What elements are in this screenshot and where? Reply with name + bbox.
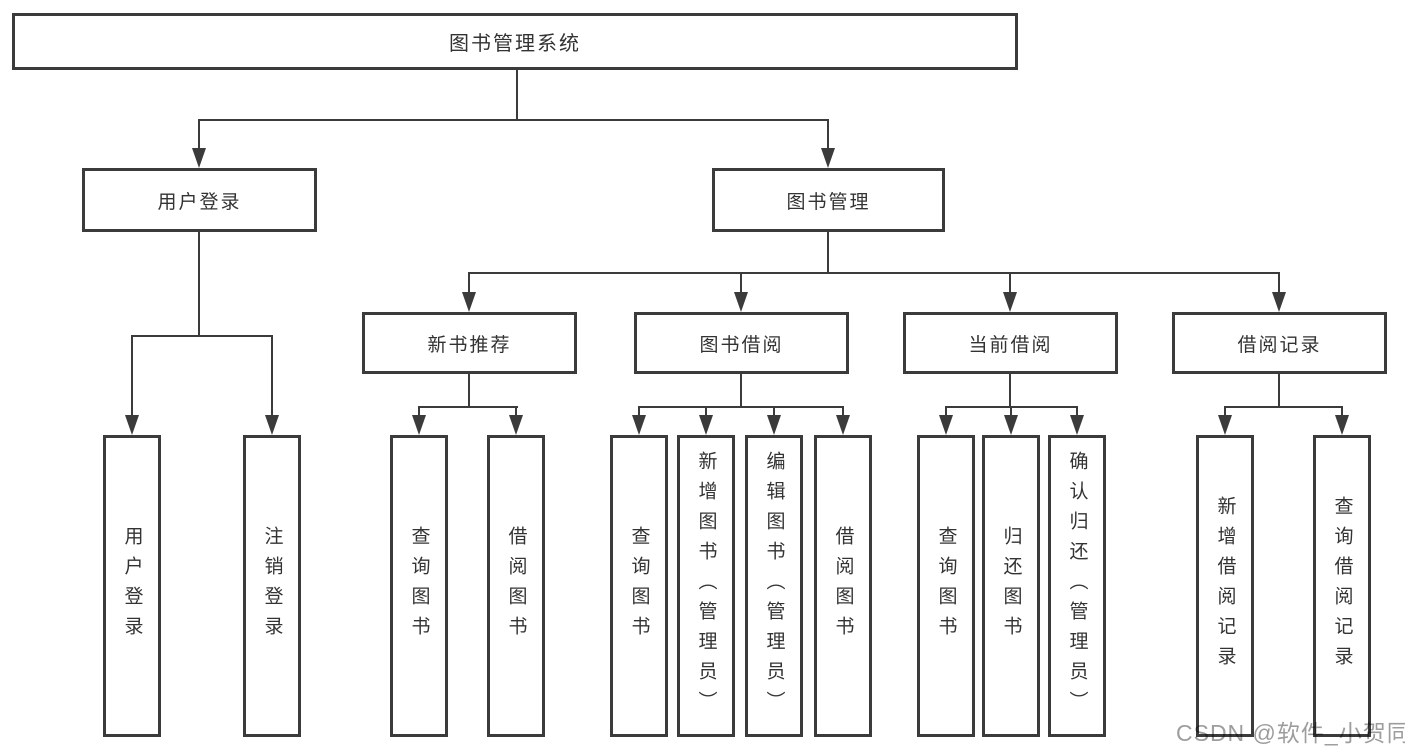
arrowhead-icon <box>1004 415 1018 435</box>
node-book-borrowing-label: 图书借阅 <box>699 334 784 356</box>
connector-line <box>842 406 844 417</box>
leaf-add-borrow-record: 新增借阅记录 <box>1196 435 1254 737</box>
connector-line <box>468 272 1280 274</box>
node-root: 图书管理系统 <box>12 13 1018 70</box>
node-book-borrowing: 图书借阅 <box>634 312 849 374</box>
node-new-book-recommend-label: 新书推荐 <box>427 334 512 356</box>
connector-line <box>638 406 640 417</box>
connector-line <box>1009 374 1011 407</box>
connector-line <box>773 406 775 417</box>
arrowhead-icon <box>939 415 953 435</box>
csdn-watermark: CSDN @软件_小贺同学 <box>1176 720 1405 746</box>
leaf-add-borrow-record-label: 新增借阅记录 <box>1214 496 1236 676</box>
connector-line <box>468 272 470 294</box>
connector-line <box>1009 272 1011 294</box>
connector-line <box>516 70 518 120</box>
leaf-borrow-books-borrowing-label: 借阅图书 <box>832 526 854 646</box>
leaf-confirm-return-admin: 确认归还（管理员） <box>1048 435 1106 737</box>
leaf-user-login: 用户登录 <box>103 435 161 737</box>
arrowhead-icon <box>734 292 748 312</box>
node-borrowing-records-label: 借阅记录 <box>1237 334 1322 356</box>
connector-line <box>827 232 829 273</box>
arrowhead-icon <box>509 415 523 435</box>
node-root-label: 图书管理系统 <box>449 33 581 55</box>
leaf-edit-book-admin-label: 编辑图书（管理员） <box>763 451 785 721</box>
leaf-add-book-admin-label: 新增图书（管理员） <box>695 451 717 721</box>
arrowhead-icon <box>1335 415 1349 435</box>
leaf-borrow-books-recommend-label: 借阅图书 <box>505 526 527 646</box>
connector-line <box>740 374 742 407</box>
connector-line <box>1224 406 1343 408</box>
leaf-query-books-recommend-label: 查询图书 <box>408 526 430 646</box>
node-book-management: 图书管理 <box>712 168 945 232</box>
leaf-query-borrow-record: 查询借阅记录 <box>1313 435 1371 737</box>
connector-line <box>131 335 133 417</box>
leaf-query-borrow-record-label: 查询借阅记录 <box>1331 496 1353 676</box>
connector-line <box>515 406 517 417</box>
leaf-query-books-borrowing-label: 查询图书 <box>628 526 650 646</box>
leaf-query-books-current: 查询图书 <box>917 435 975 737</box>
node-new-book-recommend: 新书推荐 <box>362 312 577 374</box>
leaf-add-book-admin: 新增图书（管理员） <box>677 435 735 737</box>
leaf-logout-login: 注销登录 <box>243 435 301 737</box>
connector-line <box>827 119 829 150</box>
arrowhead-icon <box>767 415 781 435</box>
node-borrowing-records: 借阅记录 <box>1172 312 1387 374</box>
arrowhead-icon <box>265 415 279 435</box>
connector-line <box>131 335 273 337</box>
arrowhead-icon <box>699 415 713 435</box>
leaf-borrow-books-recommend: 借阅图书 <box>487 435 545 737</box>
connector-line <box>638 406 844 408</box>
connector-line <box>740 272 742 294</box>
connector-line <box>198 119 829 121</box>
node-current-borrowing: 当前借阅 <box>903 312 1118 374</box>
arrowhead-icon <box>125 415 139 435</box>
connector-line <box>1224 406 1226 417</box>
connector-line <box>705 406 707 417</box>
arrowhead-icon <box>1218 415 1232 435</box>
leaf-confirm-return-admin-label: 确认归还（管理员） <box>1066 451 1088 721</box>
leaf-query-books-borrowing: 查询图书 <box>610 435 668 737</box>
leaf-borrow-books-borrowing: 借阅图书 <box>814 435 872 737</box>
arrowhead-icon <box>412 415 426 435</box>
node-book-management-label: 图书管理 <box>786 191 871 213</box>
arrowhead-icon <box>1272 292 1286 312</box>
leaf-return-books-label: 归还图书 <box>1000 526 1022 646</box>
connector-line <box>271 335 273 417</box>
arrowhead-icon <box>1070 415 1084 435</box>
arrowhead-icon <box>1003 292 1017 312</box>
connector-line <box>1076 406 1078 417</box>
arrowhead-icon <box>632 415 646 435</box>
connector-line <box>468 374 470 407</box>
leaf-return-books: 归还图书 <box>982 435 1040 737</box>
arrowhead-icon <box>192 148 206 168</box>
connector-line <box>945 406 947 417</box>
leaf-query-books-recommend: 查询图书 <box>390 435 448 737</box>
connector-line <box>1010 406 1012 417</box>
leaf-edit-book-admin: 编辑图书（管理员） <box>745 435 803 737</box>
leaf-user-login-label: 用户登录 <box>121 526 143 646</box>
arrowhead-icon <box>836 415 850 435</box>
connector-line <box>1278 374 1280 407</box>
node-user-login-label: 用户登录 <box>157 191 242 213</box>
connector-line <box>198 232 200 336</box>
arrowhead-icon <box>462 292 476 312</box>
arrowhead-icon <box>821 148 835 168</box>
connector-line <box>418 406 420 417</box>
connector-line <box>1341 406 1343 417</box>
node-user-login: 用户登录 <box>82 168 317 232</box>
connector-line <box>418 406 518 408</box>
node-current-borrowing-label: 当前借阅 <box>968 334 1053 356</box>
connector-line <box>1278 272 1280 294</box>
leaf-query-books-current-label: 查询图书 <box>935 526 957 646</box>
connector-line <box>198 119 200 150</box>
leaf-logout-login-label: 注销登录 <box>261 526 283 646</box>
